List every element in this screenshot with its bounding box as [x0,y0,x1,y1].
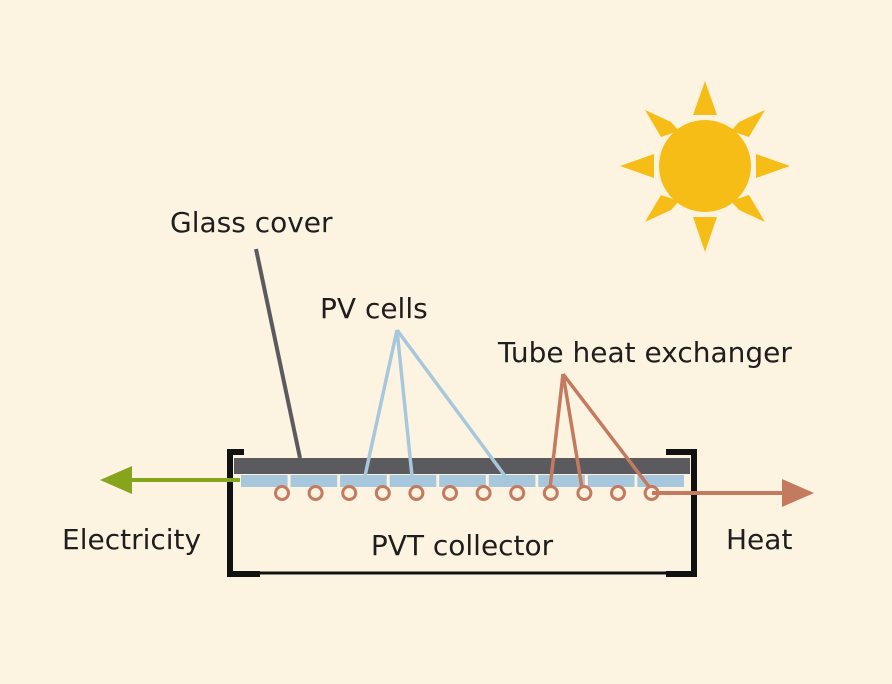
tube [374,485,391,501]
tube [274,485,290,501]
glass-cover-leader [254,248,302,459]
label-heat: Heat [726,523,792,556]
pv-cell [439,475,486,487]
pv-cell [389,475,437,487]
tube [576,485,593,501]
pv-cell [538,475,585,487]
pv-cell [587,475,635,487]
tube [408,485,425,501]
tube-leader [548,372,652,490]
pv-cell [340,475,387,487]
electricity-arrow [100,466,240,494]
label-pv-cells: PV cells [320,292,428,325]
pv-cell [241,475,288,487]
collector-frame [227,449,697,577]
label-pvt-collector: PVT collector [371,529,554,562]
pv-cells-leader [363,328,507,478]
tube [509,485,526,501]
label-tube-heat-exchanger: Tube heat exchanger [497,336,792,369]
pv-cell [290,475,338,487]
glass-cover [234,458,690,474]
pv-cell [488,475,536,487]
heat-arrow [652,479,814,507]
tube [442,485,458,501]
tube [475,485,492,501]
tube [341,485,358,501]
sun-icon [620,81,790,252]
tube [610,485,626,501]
label-electricity: Electricity [62,523,201,556]
tube [307,485,324,501]
label-glass-cover: Glass cover [170,206,333,239]
